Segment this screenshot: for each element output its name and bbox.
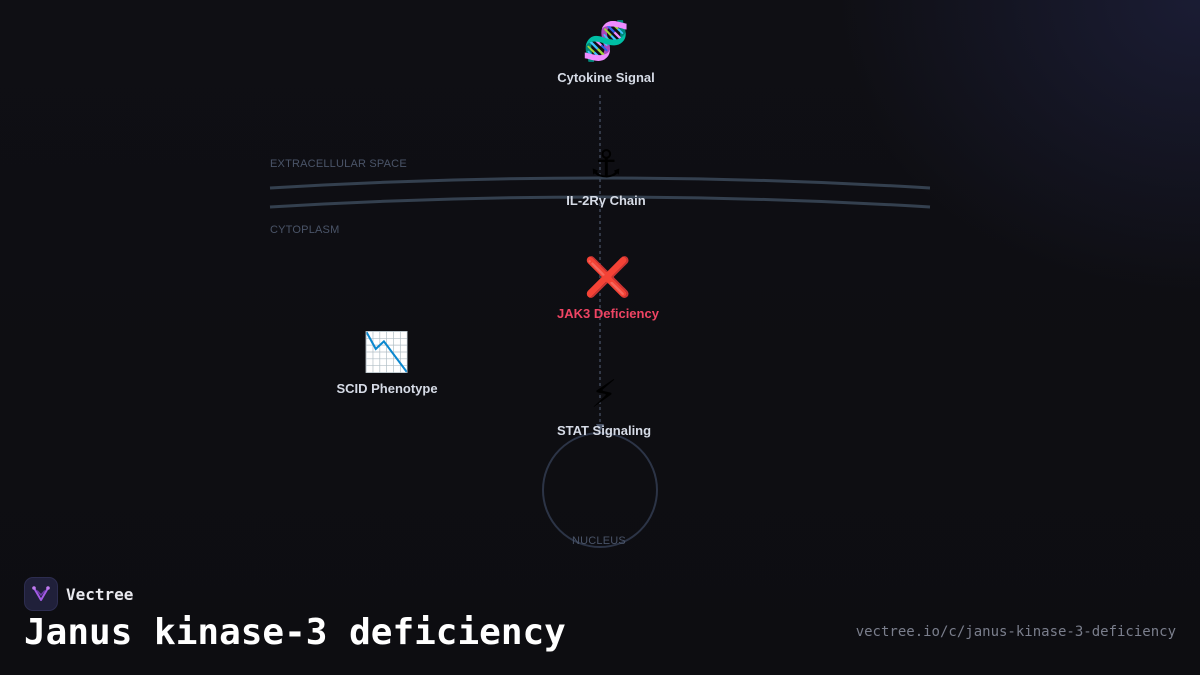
node-label: SCID Phenotype: [336, 381, 438, 396]
brand[interactable]: Vectree: [24, 577, 133, 611]
node-jak3-deficiency[interactable]: ❌ JAK3 Deficiency: [557, 256, 659, 321]
anchor-icon: ⚓: [588, 144, 624, 186]
node-label: IL-2Rγ Chain: [566, 193, 646, 208]
extracellular-label: EXTRACELLULAR SPACE: [270, 158, 407, 170]
membrane-outer-line: [269, 176, 931, 190]
node-cytokine-signal[interactable]: 🧬 Cytokine Signal: [557, 20, 655, 85]
page-url[interactable]: vectree.io/c/janus-kinase-3-deficiency: [855, 624, 1176, 640]
node-label: STAT Signaling: [556, 423, 652, 438]
nucleus-label: NUCLEUS: [572, 535, 626, 547]
node-label: JAK3 Deficiency: [557, 306, 659, 321]
cross-mark-icon: ❌: [584, 257, 632, 299]
node-scid-phenotype[interactable]: 📉 SCID Phenotype: [336, 331, 437, 396]
node-il2rg-chain[interactable]: ⚓ IL-2Rγ Chain: [566, 143, 645, 208]
lightning-icon: ⚡: [590, 374, 618, 416]
node-label: Cytokine Signal: [557, 70, 655, 85]
dna-icon: 🧬: [582, 21, 630, 63]
page-title: Janus kinase-3 deficiency: [24, 612, 566, 653]
chart-decreasing-icon: 📉: [363, 332, 411, 374]
nucleus-circle: [542, 432, 658, 548]
connector-arrowhead: [596, 424, 604, 432]
brand-name: Vectree: [66, 584, 134, 604]
cytoplasm-label: CYTOPLASM: [270, 224, 340, 236]
vectree-logo-icon: [24, 577, 58, 611]
node-stat-signaling[interactable]: ⚡ STAT Signaling: [557, 373, 651, 438]
